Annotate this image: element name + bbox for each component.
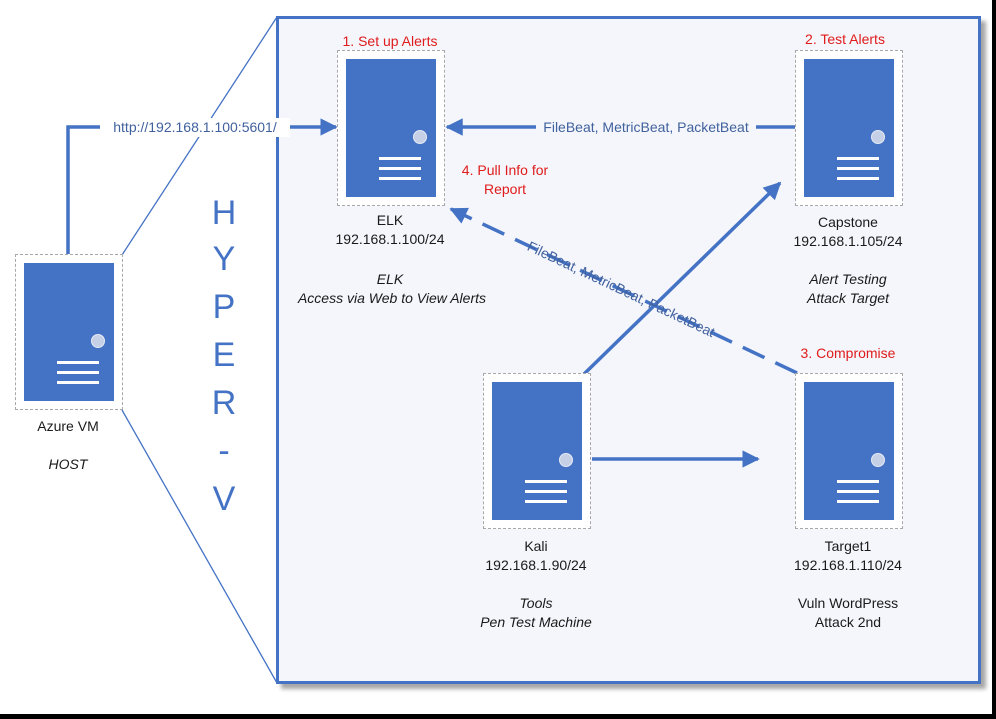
capstone-beats-label: FileBeat, MetricBeat, PacketBeat xyxy=(536,118,756,137)
azure-vm-role: HOST xyxy=(48,456,88,472)
elk-name: ELK xyxy=(376,212,404,228)
elk-step4-line2: Report xyxy=(483,181,527,197)
hyper-v-letter: H xyxy=(211,194,237,232)
hyper-v-letter: V xyxy=(212,480,236,518)
target1-role-desc: Attack 2nd xyxy=(814,614,882,630)
hyper-v-letter: E xyxy=(212,336,236,374)
elk-server-icon xyxy=(337,50,445,206)
target1-to-elk-dashed-arrow xyxy=(449,207,798,375)
kali-role-desc: Pen Test Machine xyxy=(480,614,592,630)
capstone-name: Capstone xyxy=(818,214,878,230)
capstone-role-title: Alert Testing xyxy=(809,271,887,287)
host-to-elk-connector xyxy=(66,118,338,254)
hyper-v-letter: Y xyxy=(212,240,236,278)
target1-server-icon xyxy=(795,373,903,529)
capstone-role-desc: Attack Target xyxy=(807,290,889,306)
hyper-v-letter: P xyxy=(212,288,236,326)
kali-name: Kali xyxy=(524,538,548,554)
elk-step-label: 1. Set up Alerts xyxy=(342,33,438,49)
azure-vm-server-icon xyxy=(15,254,123,410)
kali-server-icon xyxy=(483,373,591,529)
elk-url-label: http://192.168.1.100:5601/ xyxy=(100,118,290,137)
hyper-v-letter: R xyxy=(211,384,237,422)
zoom-line-bottom xyxy=(121,409,278,684)
capstone-server-icon xyxy=(795,50,903,206)
kali-role-title: Tools xyxy=(519,595,553,611)
hyper-v-letter: - xyxy=(218,432,230,470)
elk-role-title: ELK xyxy=(376,271,404,287)
kali-ip: 192.168.1.90/24 xyxy=(485,557,587,573)
capstone-ip: 192.168.1.105/24 xyxy=(793,233,903,249)
azure-vm-name: Azure VM xyxy=(37,418,99,434)
elk-step4-line1: 4. Pull Info for xyxy=(461,162,549,178)
elk-ip: 192.168.1.100/24 xyxy=(335,231,445,247)
capstone-step-label: 2. Test Alerts xyxy=(805,31,885,47)
target1-step-label: 3. Compromise xyxy=(800,345,896,361)
target1-name: Target1 xyxy=(824,538,872,554)
target1-ip: 192.168.1.110/24 xyxy=(794,557,902,573)
elk-role-desc: Access via Web to View Alerts xyxy=(297,290,487,306)
target1-role-title: Vuln WordPress xyxy=(797,595,899,611)
kali-to-capstone-arrow xyxy=(580,181,782,378)
